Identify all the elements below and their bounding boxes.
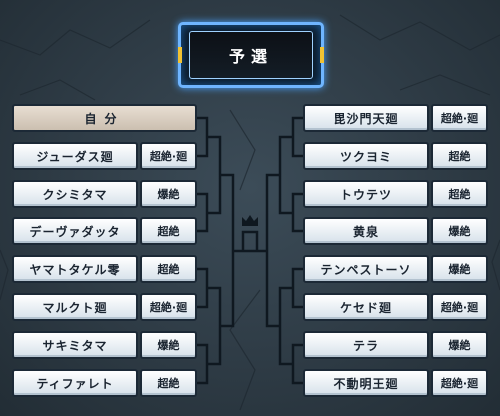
opponent-name: クシミタマ: [12, 180, 138, 208]
opponent-slot[interactable]: デーヴァダッタ超絶: [12, 217, 197, 245]
opponent-slot[interactable]: サキミタマ爆絶: [12, 331, 197, 359]
opponent-slot[interactable]: マルクト廻超絶·廻: [12, 293, 197, 321]
difficulty-badge: 爆絶: [140, 331, 197, 359]
plate-bolt-left: [178, 47, 182, 63]
difficulty-badge: 爆絶: [140, 180, 197, 208]
opponent-slot[interactable]: クシミタマ爆絶: [12, 180, 197, 208]
difficulty-badge: 超絶·廻: [431, 293, 488, 321]
opponent-slot[interactable]: ヤマトタケル零超絶: [12, 255, 197, 283]
opponent-name: マルクト廻: [12, 293, 138, 321]
opponent-name: トウテツ: [303, 180, 429, 208]
opponent-slot[interactable]: テンペストーソ爆絶: [303, 255, 488, 283]
opponent-name: 毘沙門天廻: [303, 104, 429, 132]
difficulty-badge: 爆絶: [431, 255, 488, 283]
player-slot-self[interactable]: 自分: [12, 104, 197, 132]
difficulty-badge: 超絶: [140, 217, 197, 245]
difficulty-badge: 爆絶: [431, 217, 488, 245]
opponent-slot[interactable]: テラ爆絶: [303, 331, 488, 359]
opponent-name: サキミタマ: [12, 331, 138, 359]
opponent-name: ティファレト: [12, 369, 138, 397]
opponent-slot[interactable]: 不動明王廻超絶·廻: [303, 369, 488, 397]
opponent-name: ヤマトタケル零: [12, 255, 138, 283]
stage-title: 予選: [189, 31, 313, 79]
difficulty-badge: 超絶: [140, 369, 197, 397]
difficulty-badge: 超絶·廻: [431, 104, 488, 132]
opponent-name: テンペストーソ: [303, 255, 429, 283]
difficulty-badge: 超絶: [431, 180, 488, 208]
stage-title-plate: 予選: [178, 22, 324, 88]
plate-bolt-right: [320, 47, 324, 63]
difficulty-badge: 超絶: [431, 142, 488, 170]
opponent-name: 黄泉: [303, 217, 429, 245]
opponent-slot[interactable]: ジューダス廻超絶·廻: [12, 142, 197, 170]
opponent-name: ツクヨミ: [303, 142, 429, 170]
opponent-slot[interactable]: ケセド廻超絶·廻: [303, 293, 488, 321]
difficulty-badge: 超絶·廻: [140, 142, 197, 170]
opponent-slot[interactable]: 毘沙門天廻超絶·廻: [303, 104, 488, 132]
difficulty-badge: 超絶·廻: [431, 369, 488, 397]
difficulty-badge: 爆絶: [431, 331, 488, 359]
opponent-name: デーヴァダッタ: [12, 217, 138, 245]
difficulty-badge: 超絶: [140, 255, 197, 283]
difficulty-badge: 超絶·廻: [140, 293, 197, 321]
opponent-name: テラ: [303, 331, 429, 359]
opponent-slot[interactable]: ツクヨミ超絶: [303, 142, 488, 170]
opponent-name: 不動明王廻: [303, 369, 429, 397]
opponent-slot[interactable]: トウテツ超絶: [303, 180, 488, 208]
crown-icon: [242, 215, 258, 226]
opponent-name: ケセド廻: [303, 293, 429, 321]
opponent-slot[interactable]: 黄泉爆絶: [303, 217, 488, 245]
player-name: 自分: [12, 104, 197, 132]
opponent-name: ジューダス廻: [12, 142, 138, 170]
opponent-slot[interactable]: ティファレト超絶: [12, 369, 197, 397]
